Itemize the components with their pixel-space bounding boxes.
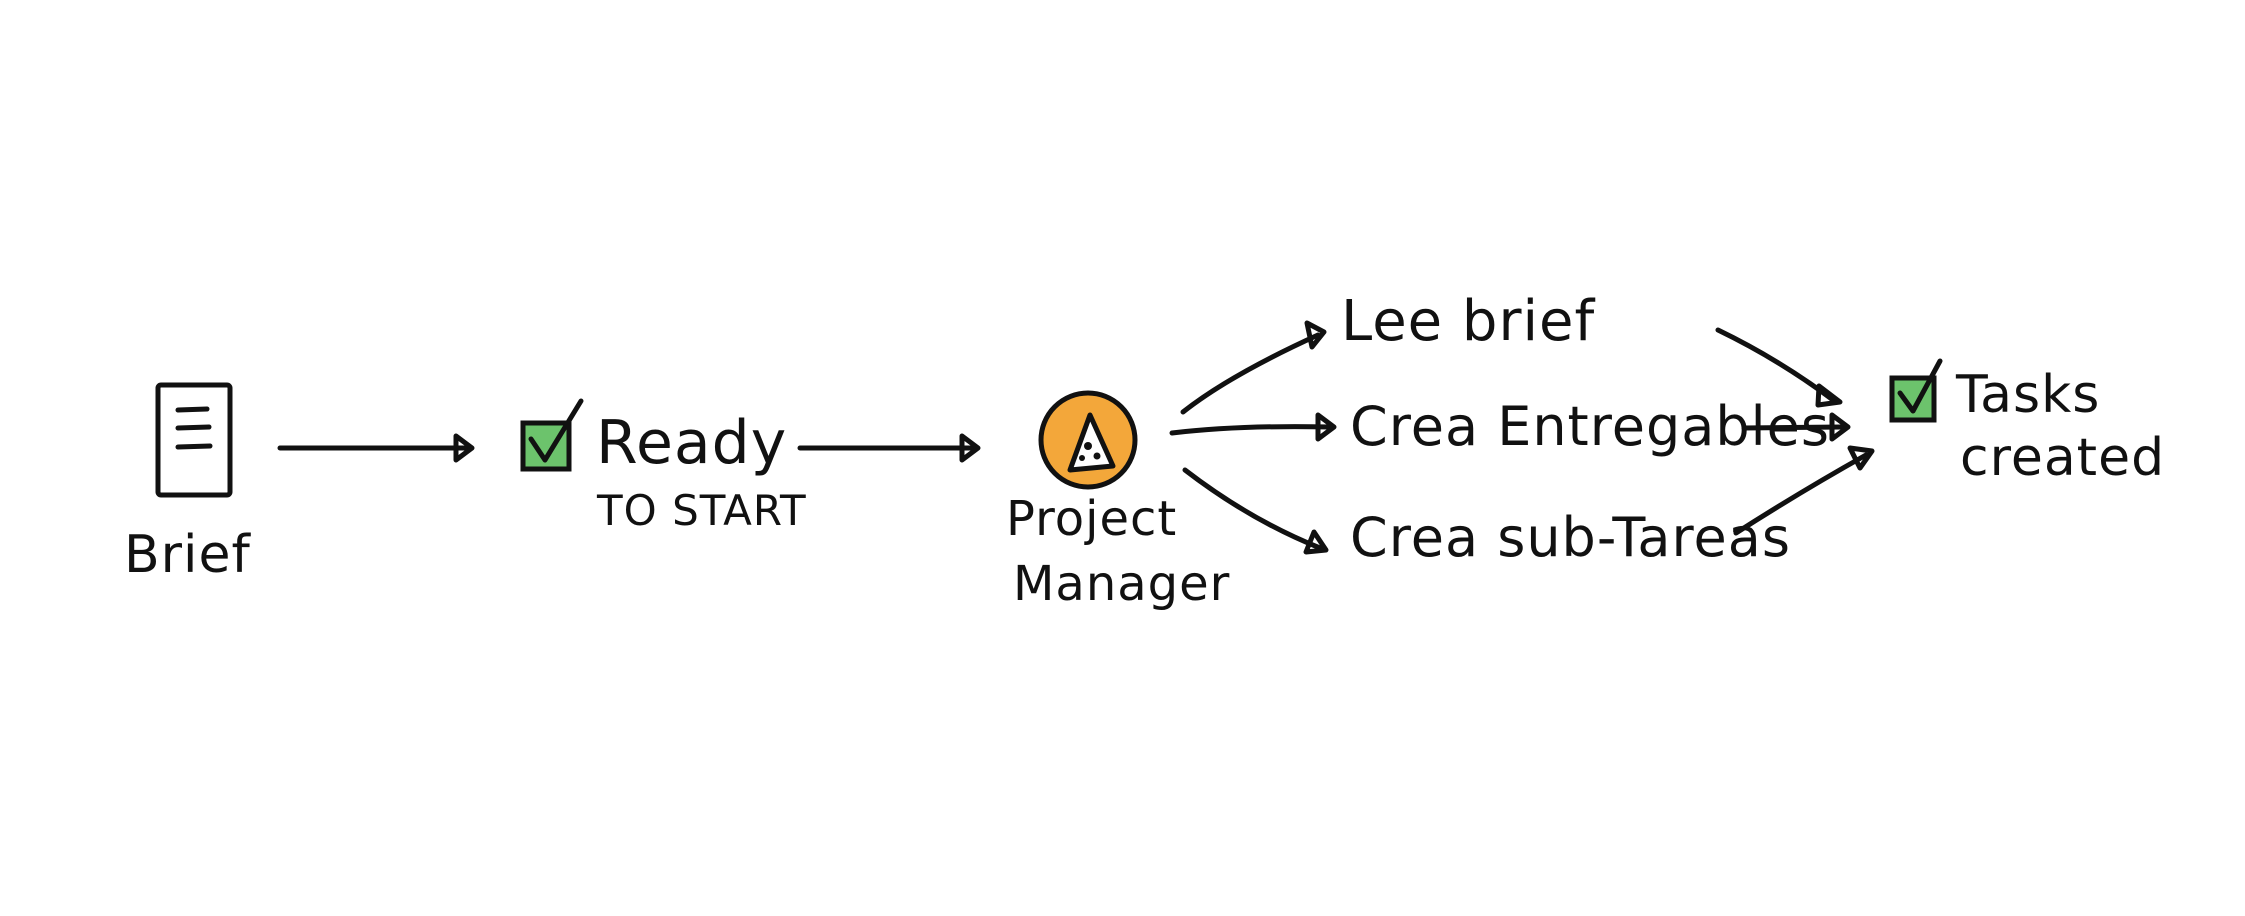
ready-sublabel: TO START xyxy=(596,486,807,535)
arrow-pm-to-entregables xyxy=(1169,412,1337,442)
arrow-brief-to-ready xyxy=(277,433,475,463)
pm-sublabel: Manager xyxy=(1013,556,1230,612)
arrow-pm-to-lee-brief xyxy=(1180,320,1327,415)
checkbox-checked-icon xyxy=(520,398,584,472)
checkbox-checked-icon-tasks xyxy=(1889,358,1943,423)
pm-label: Project xyxy=(1006,491,1177,547)
arrow-lee-brief-to-tasks xyxy=(1715,327,1843,408)
tasks-sublabel: created xyxy=(1960,428,2165,488)
arrow-ready-to-pm xyxy=(797,433,981,463)
document-icon xyxy=(155,382,233,498)
arrow-subtareas-to-tasks xyxy=(1733,445,1875,536)
arrow-entregables-to-tasks xyxy=(1741,412,1851,442)
arrow-pm-to-subtareas xyxy=(1182,467,1329,555)
brief-label: Brief xyxy=(124,525,251,585)
tasks-label: Tasks xyxy=(1955,365,2100,425)
step-lee-brief: Lee brief xyxy=(1341,289,1596,354)
pizza-slice-icon xyxy=(1038,390,1138,490)
step-crea-subtareas: Crea sub-Tareas xyxy=(1350,506,1791,569)
ready-label: Ready xyxy=(596,408,787,478)
